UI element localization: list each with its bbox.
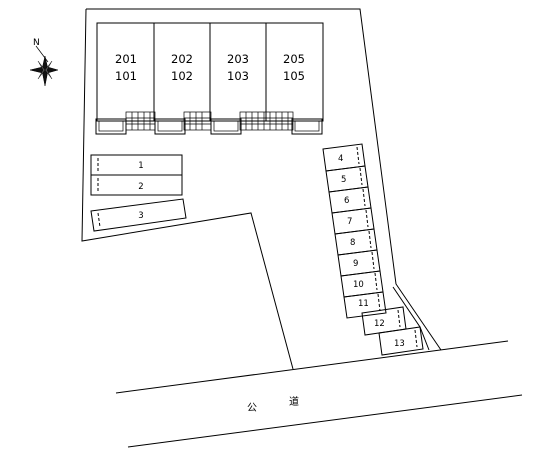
compass-north-label: N [33,38,40,48]
parking-slot-number: 1 [138,161,143,171]
parking-slot-number: 9 [353,259,358,269]
parking-slot-number: 10 [353,280,364,290]
parking-slot-number: 7 [347,217,352,227]
road-label-first: 公 [247,403,257,414]
stair-grid [183,111,212,131]
parking-slot-number: 11 [358,299,369,309]
right-parking: 4 5 6 7 8 9 10 11 12 13 [322,143,424,356]
unit-number-upper: 202 [171,52,193,66]
public-road: 公 道 [115,340,523,448]
parking-slot-number: 12 [374,319,385,329]
unit-number-lower: 103 [227,69,249,83]
compass-rose: N [29,38,59,87]
parking-slot-number: 6 [344,196,349,206]
left-parking: 1 2 3 [90,154,187,232]
unit-number-lower: 105 [283,69,305,83]
stair-grid [125,111,156,131]
unit-number-lower: 102 [171,69,193,83]
road-label-second: 道 [289,395,299,408]
compass-needle-line [35,45,49,63]
balcony [291,118,323,135]
parking-slot [90,198,187,232]
road-edge-lower [127,394,523,448]
parking-slot-number: 8 [350,238,355,248]
parking-slot-number: 4 [338,154,343,164]
parking-slot-number: 13 [394,339,405,349]
unit-number-upper: 203 [227,52,249,66]
parking-slot-number: 2 [138,182,143,192]
stair-grid [239,111,294,131]
unit-number-lower: 101 [115,69,137,83]
parking-slot-number: 5 [341,175,346,185]
unit-number-upper: 201 [115,52,137,66]
unit-number-upper: 205 [283,52,305,66]
parking-slot-number: 3 [138,211,143,221]
road-edge-upper [115,340,509,394]
apartment-building: 201 101 202 102 203 103 205 105 [95,22,324,135]
site-boundary [81,8,442,370]
